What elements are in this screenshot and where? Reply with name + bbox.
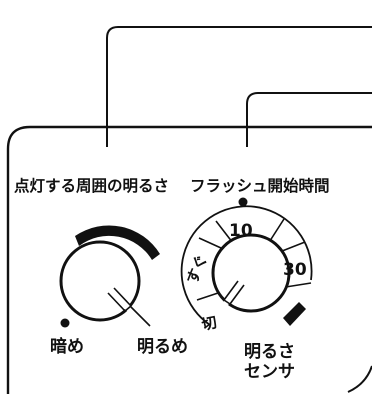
flash-knob-pointer-outline-a [223,280,239,301]
brightness-max-label: 明るめ [137,337,188,357]
flash-knob-pointer-outline-b [229,284,245,305]
brightness-range-arc [75,225,160,260]
flash-start-time-label: フラッシュ開始時間 [190,176,330,195]
flash-knob-pointer-end [223,299,231,305]
brightness-dial[interactable] [59,225,160,327]
leader-line-brightness [106,26,372,147]
leader-line-flash [246,92,372,147]
brightness-min-label: 暗め [50,336,84,357]
brightness-min-dot [60,318,70,328]
flash-scale-outer-rim [180,205,313,326]
flash-scale-label-immediate: すぐ [183,252,211,287]
brightness-sensor-label-line2: センサ [244,362,295,382]
flash-knob-pointer [224,280,244,305]
brightness-knob-pointer [108,288,131,311]
flash-dial-top-dot [238,197,248,207]
panel-outline [6,125,372,394]
flash-sensor-mark [283,302,306,326]
flash-scale-label-10: 10 [229,221,253,241]
brightness-knob-pointer-outline-b [113,287,132,307]
brightness-knob-pointer-end [124,305,132,312]
panel-outline-right [347,365,372,393]
brightness-knob-pointer-outline-a [107,292,126,312]
brightness-sensor-label-line1: 明るさ [244,342,295,362]
brightness-dial-label: 点灯する周囲の明るさ [14,176,169,195]
flash-dial[interactable] [211,233,291,313]
brightness-max-leader [130,306,151,327]
flash-scale-label-off: 切 [200,313,218,334]
flash-scale-label-30: 30 [283,260,307,280]
